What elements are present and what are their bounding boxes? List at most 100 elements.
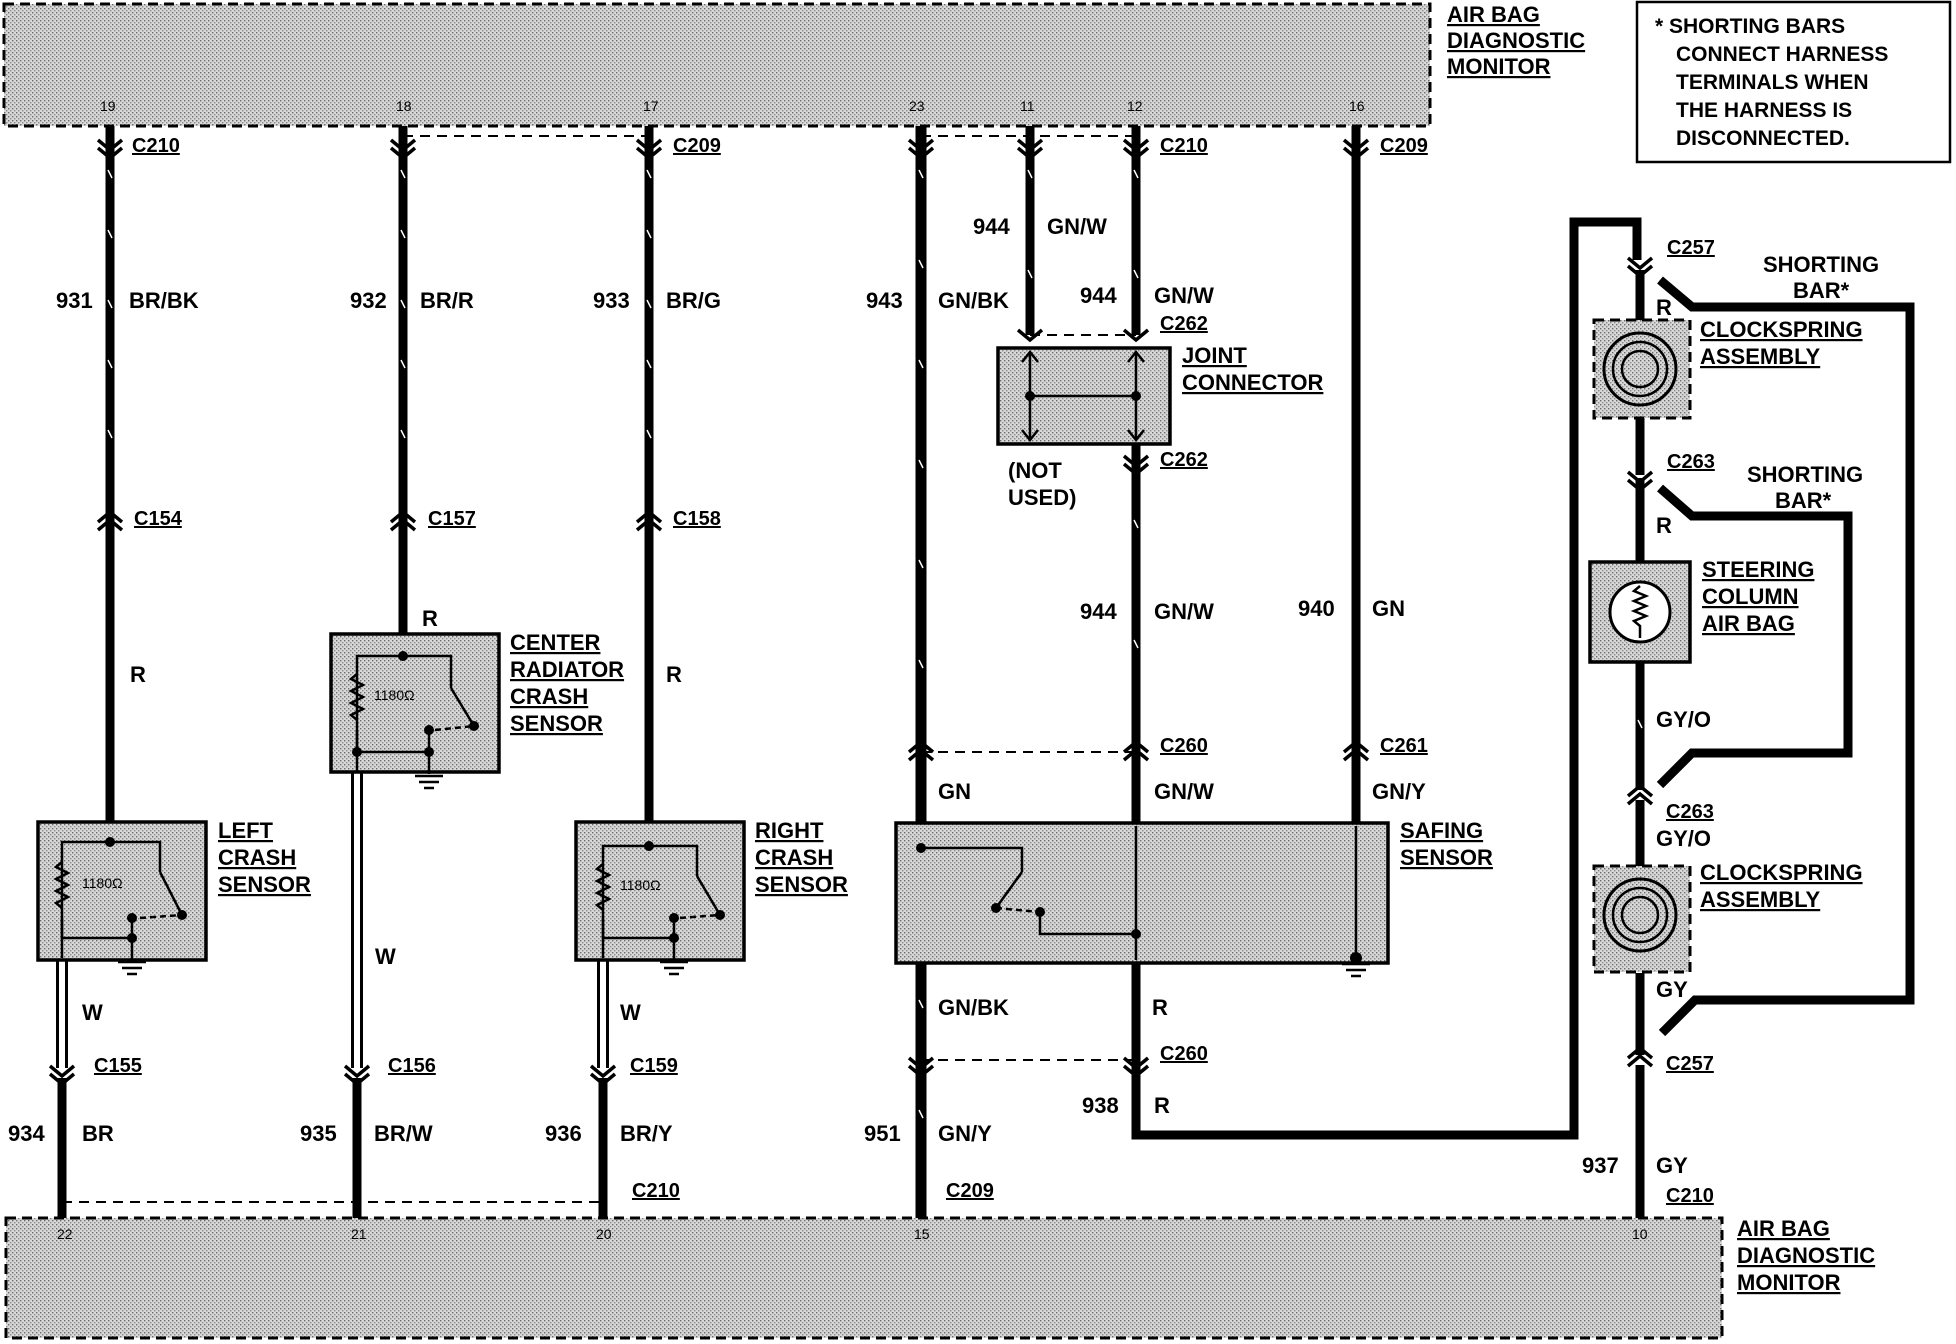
svg-text:W: W xyxy=(82,1000,103,1025)
left-crash-sensor: 1180Ω xyxy=(36,820,208,976)
svg-text:MONITOR: MONITOR xyxy=(1737,1270,1841,1295)
safing-sensor xyxy=(894,821,1390,978)
svg-text:SENSOR: SENSOR xyxy=(510,711,603,736)
svg-text:20: 20 xyxy=(596,1226,612,1242)
svg-text:ASSEMBLY: ASSEMBLY xyxy=(1700,344,1821,369)
svg-text:C209: C209 xyxy=(1380,135,1428,157)
svg-text:944: 944 xyxy=(1080,599,1117,624)
connector-labels: C210 C209 C210 C209 C154 C157 C158 C262 … xyxy=(94,135,1715,1207)
bottom-pin-numbers: 22 21 20 15 10 xyxy=(57,1226,1648,1242)
svg-text:TERMINALS WHEN: TERMINALS WHEN xyxy=(1676,71,1869,94)
svg-text:15: 15 xyxy=(914,1226,930,1242)
svg-text:C257: C257 xyxy=(1666,1053,1714,1075)
svg-text:ASSEMBLY: ASSEMBLY xyxy=(1700,887,1821,912)
svg-text:C261: C261 xyxy=(1380,735,1428,757)
component-labels: LEFT CRASH SENSOR CENTER RADIATOR CRASH … xyxy=(218,252,1879,912)
svg-text:BAR*: BAR* xyxy=(1775,488,1832,513)
svg-text:951: 951 xyxy=(864,1121,901,1146)
svg-text:931: 931 xyxy=(56,288,93,313)
svg-text:C210: C210 xyxy=(1666,1185,1714,1207)
svg-text:SENSOR: SENSOR xyxy=(1400,845,1493,870)
svg-text:R: R xyxy=(666,662,682,687)
svg-text:C263: C263 xyxy=(1666,801,1714,823)
wire-938 xyxy=(1131,217,1642,1140)
top-monitor-label: AIR BAG DIAGNOSTIC MONITOR xyxy=(1447,2,1585,79)
svg-text:SHORTING: SHORTING xyxy=(1763,252,1879,277)
svg-text:CENTER: CENTER xyxy=(510,630,601,655)
svg-text:C262: C262 xyxy=(1160,313,1208,335)
svg-text:BAR*: BAR* xyxy=(1793,278,1850,303)
svg-text:BR/Y: BR/Y xyxy=(620,1121,673,1146)
svg-text:W: W xyxy=(620,1000,641,1025)
wire-tick-marks xyxy=(107,169,1643,1119)
svg-text:C157: C157 xyxy=(428,508,476,530)
svg-text:11: 11 xyxy=(1020,98,1035,114)
bottom-monitor-label: AIR BAG DIAGNOSTIC MONITOR xyxy=(1737,1216,1875,1295)
svg-text:GN/W: GN/W xyxy=(1154,599,1214,624)
svg-text:GN: GN xyxy=(1372,596,1405,621)
svg-text:943: 943 xyxy=(866,288,903,313)
svg-text:GY: GY xyxy=(1656,977,1688,1002)
svg-text:* SHORTING BARS: * SHORTING BARS xyxy=(1655,15,1845,38)
svg-text:C257: C257 xyxy=(1667,237,1715,259)
svg-text:C159: C159 xyxy=(630,1055,678,1077)
svg-text:RIGHT: RIGHT xyxy=(755,818,824,843)
svg-text:BR/W: BR/W xyxy=(374,1121,433,1146)
svg-text:R: R xyxy=(1656,513,1672,538)
svg-text:COLUMN: COLUMN xyxy=(1702,584,1799,609)
svg-text:1180Ω: 1180Ω xyxy=(82,875,123,891)
svg-text:GN/W: GN/W xyxy=(1047,214,1107,239)
svg-text:21: 21 xyxy=(351,1226,367,1242)
svg-text:STEERING: STEERING xyxy=(1702,557,1814,582)
svg-text:RADIATOR: RADIATOR xyxy=(510,657,624,682)
svg-text:CONNECTOR: CONNECTOR xyxy=(1182,370,1323,395)
svg-text:JOINT: JOINT xyxy=(1182,343,1247,368)
shorting-bar-2 xyxy=(1656,484,1853,789)
svg-text:C155: C155 xyxy=(94,1055,142,1077)
top-pin-numbers: 19 18 17 23 11 12 16 xyxy=(100,98,1365,114)
svg-text:THE HARNESS IS: THE HARNESS IS xyxy=(1676,99,1852,122)
svg-text:1180Ω: 1180Ω xyxy=(620,877,661,893)
svg-text:C154: C154 xyxy=(134,508,183,530)
svg-text:932: 932 xyxy=(350,288,387,313)
circuit-numbers: 931 932 933 943 944 944 944 940 934 935 … xyxy=(8,214,1619,1178)
svg-text:C156: C156 xyxy=(388,1055,436,1077)
svg-text:USED): USED) xyxy=(1008,485,1076,510)
svg-text:AIR BAG: AIR BAG xyxy=(1737,1216,1830,1241)
svg-text:940: 940 xyxy=(1298,596,1335,621)
shorting-bar-note: * SHORTING BARS CONNECT HARNESS TERMINAL… xyxy=(1635,0,1952,164)
svg-text:934: 934 xyxy=(8,1121,45,1146)
clockspring-assembly-1 xyxy=(1592,318,1692,420)
svg-text:C263: C263 xyxy=(1667,451,1715,473)
svg-text:12: 12 xyxy=(1127,98,1143,114)
svg-text:BR/BK: BR/BK xyxy=(129,288,199,313)
clockspring-assembly-2 xyxy=(1592,864,1692,974)
svg-text:CRASH: CRASH xyxy=(755,845,833,870)
svg-text:GN/W: GN/W xyxy=(1154,779,1214,804)
svg-text:SENSOR: SENSOR xyxy=(218,872,311,897)
svg-text:AIR BAG: AIR BAG xyxy=(1702,611,1795,636)
bottom-diagnostic-monitor xyxy=(4,1216,1724,1340)
svg-text:C210: C210 xyxy=(632,1180,680,1202)
svg-text:GY/O: GY/O xyxy=(1656,826,1711,851)
svg-text:C158: C158 xyxy=(673,508,721,530)
svg-text:BR/R: BR/R xyxy=(420,288,474,313)
svg-text:16: 16 xyxy=(1349,98,1365,114)
joint-connector xyxy=(996,346,1172,446)
wire-color-labels: BR/BK BR/R BR/G GN/BK GN/W GN/W GN/W GN … xyxy=(82,214,1711,1178)
svg-text:SENSOR: SENSOR xyxy=(755,872,848,897)
svg-text:R: R xyxy=(130,662,146,687)
svg-text:C210: C210 xyxy=(1160,135,1208,157)
svg-text:R: R xyxy=(1154,1093,1170,1118)
svg-text:23: 23 xyxy=(909,98,925,114)
svg-text:DIAGNOSTIC: DIAGNOSTIC xyxy=(1737,1243,1875,1268)
svg-text:R: R xyxy=(1656,295,1672,320)
svg-text:22: 22 xyxy=(57,1226,73,1242)
svg-text:C210: C210 xyxy=(132,135,180,157)
svg-text:CRASH: CRASH xyxy=(510,684,588,709)
center-radiator-crash-sensor: 1180Ω xyxy=(329,632,501,790)
svg-text:R: R xyxy=(1152,995,1168,1020)
svg-text:AIR BAG: AIR BAG xyxy=(1447,2,1540,27)
svg-text:935: 935 xyxy=(300,1121,337,1146)
